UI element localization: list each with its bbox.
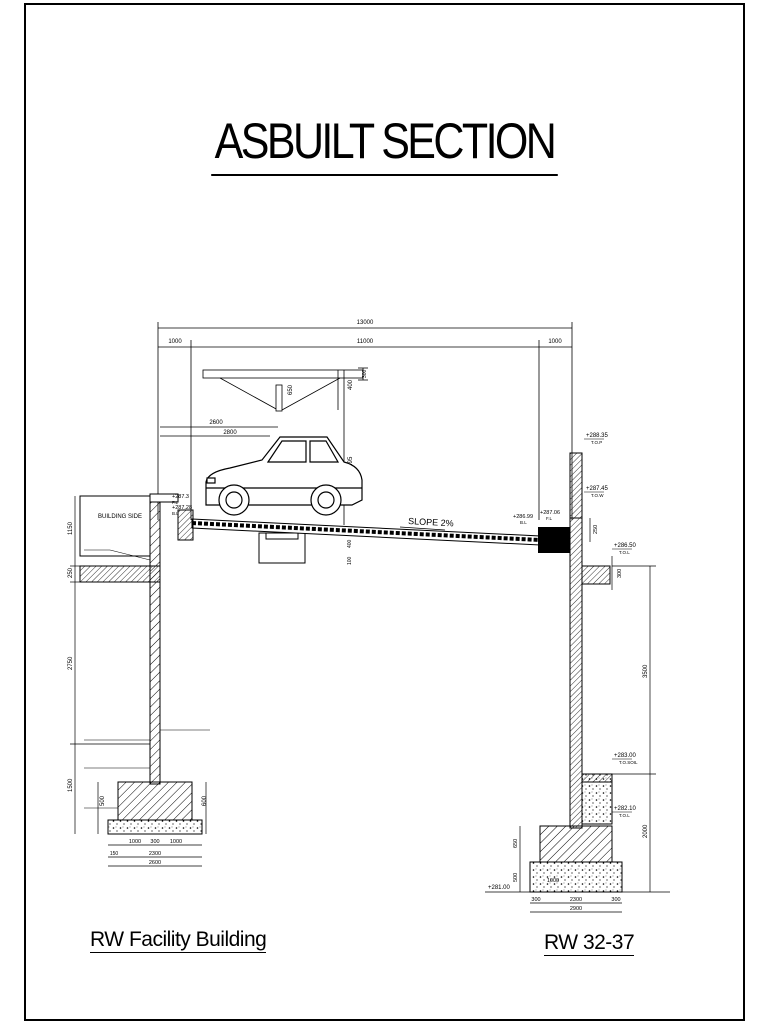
dim-top-right: 1000 <box>548 339 562 345</box>
dim-right-2000: 2000 <box>643 824 649 838</box>
left-abutment <box>79 493 203 835</box>
title-wrapper: ASBUILT SECTION <box>0 112 768 176</box>
dim-rf-300a: 300 <box>531 897 540 903</box>
level-right-1: +288.35 <box>586 433 609 439</box>
level-right-6: +281.00 <box>488 885 511 891</box>
dim-canopy-3495: 3495 <box>348 456 354 470</box>
dim-lf-150: 150 <box>110 851 119 857</box>
level-left-2: +287.28 <box>172 505 192 511</box>
level-mid-2-code: F.L <box>546 516 553 521</box>
dim-left-500: 500 <box>100 795 106 806</box>
level-mid-2: +287.06 <box>540 510 560 516</box>
level-mid-1-code: B.L <box>520 520 527 525</box>
dim-canopy-400: 400 <box>348 379 354 390</box>
level-mid-1: +286.99 <box>513 514 533 520</box>
dim-right-650: 650 <box>513 839 519 848</box>
pedestal <box>258 532 306 564</box>
dim-top-left: 1000 <box>168 339 182 345</box>
caption-left: RW Facility Building <box>90 928 267 953</box>
level-right-3: +286.50 <box>614 543 637 549</box>
level-right-1-code: T.O.P <box>591 440 602 445</box>
dim-right-500: 500 <box>513 873 519 882</box>
caption-right: RW 32-37 <box>544 931 635 956</box>
left-note-leaders <box>84 549 210 809</box>
level-right-4-code: T.O.SOIL <box>619 760 638 765</box>
dim-right-300: 300 <box>617 569 623 578</box>
dim-canopy-650: 650 <box>288 384 294 395</box>
left-bearing <box>177 509 194 541</box>
dim-rf-1000: 1000 <box>547 878 559 884</box>
level-right-2-code: T.O.W <box>591 493 604 498</box>
page-title: ASBUILT SECTION <box>210 112 558 176</box>
right-level-markers <box>584 438 632 813</box>
dim-canopy-300: 300 <box>362 369 368 378</box>
dim-rf-300b: 300 <box>611 897 620 903</box>
dim-left-1500: 1500 <box>68 778 74 792</box>
slope-arrow <box>399 526 446 531</box>
dim-canopy-2800: 2800 <box>223 430 237 436</box>
dim-canopy-2600: 2600 <box>209 420 223 426</box>
dim-left-600: 600 <box>202 795 208 806</box>
deck-slab <box>191 518 541 546</box>
dim-right-250: 250 <box>593 525 599 534</box>
sheet-border <box>24 3 745 1021</box>
dim-top-middle: 11000 <box>357 339 374 345</box>
dim-lf-2300: 2300 <box>149 851 161 857</box>
right-abutment <box>529 452 623 893</box>
right-dim-lines <box>485 518 670 913</box>
level-right-5-code: T.O.L <box>619 813 630 818</box>
slope-label: SLOPE 2% <box>408 516 454 528</box>
dim-overall: 13000 <box>357 320 374 326</box>
dim-lf-1000b: 1000 <box>170 839 182 845</box>
dim-rf-2300: 2300 <box>570 897 582 903</box>
building-side-label: BUILDING SIDE <box>98 514 142 520</box>
left-dim-lines <box>70 496 207 867</box>
dim-left-2750: 2750 <box>68 656 74 670</box>
dim-lf-2600: 2600 <box>149 860 161 866</box>
dim-rf-2900: 2900 <box>570 906 582 912</box>
dim-left-1150: 1150 <box>68 521 74 535</box>
level-right-3-code: T.O.L <box>619 550 630 555</box>
level-left-2-code: B.L <box>172 511 179 516</box>
level-left-1: +287.3 <box>172 494 189 500</box>
height-gauge-canopy <box>160 367 368 525</box>
dim-lf-300: 300 <box>150 839 159 845</box>
level-right-2: +287.45 <box>586 486 609 492</box>
dim-right-3500: 3500 <box>643 664 649 678</box>
level-right-5: +282.10 <box>614 806 637 812</box>
dim-mid-400: 400 <box>347 539 353 548</box>
car-illustration <box>205 436 363 516</box>
level-left-1-code: F.L <box>172 500 179 505</box>
right-bearing <box>538 527 570 553</box>
dim-left-250: 250 <box>68 567 74 578</box>
level-right-4: +283.00 <box>614 753 637 759</box>
dim-lf-1000a: 1000 <box>129 839 141 845</box>
dim-mid-100: 100 <box>347 556 353 565</box>
